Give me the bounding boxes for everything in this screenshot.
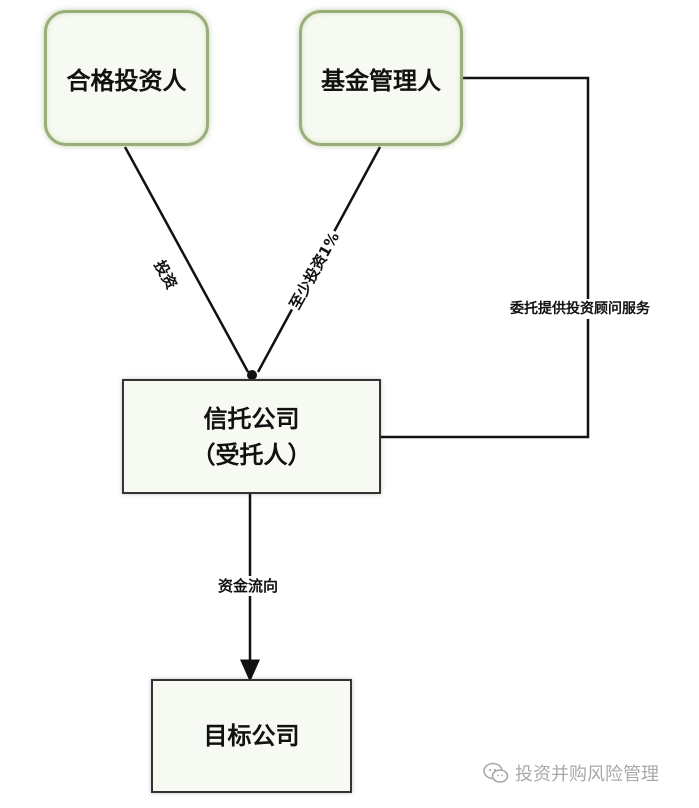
node-qualified-investor-label: 合格投资人 — [66, 66, 187, 95]
edge-label-fund-flow: 资金流向 — [216, 576, 281, 596]
node-trust-company: 信托公司 （受托人） — [122, 379, 381, 494]
watermark: 投资并购风险管理 — [483, 760, 659, 786]
node-qualified-investor: 合格投资人 — [44, 10, 209, 146]
node-trust-company-line1: 信托公司 — [203, 404, 300, 433]
node-target-company-label: 目标公司 — [203, 722, 300, 750]
node-fund-manager-label: 基金管理人 — [321, 66, 441, 95]
edge-label-entrust-service: 委托提供投资顾问服务 — [508, 299, 652, 319]
node-target-company: 目标公司 — [151, 679, 352, 793]
edge-entrust-service-line — [381, 76, 590, 439]
watermark-text: 投资并购风险管理 — [515, 764, 659, 785]
node-trust-company-line2: （受托人） — [191, 440, 312, 469]
wechat-icon — [483, 762, 509, 783]
junction-dot — [247, 370, 257, 380]
edge-invest-line — [123, 146, 250, 373]
node-fund-manager: 基金管理人 — [299, 10, 463, 146]
